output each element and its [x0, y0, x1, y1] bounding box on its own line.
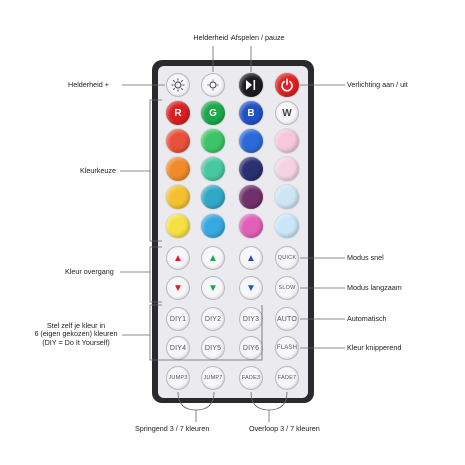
color-button-r2-c2[interactable] — [201, 157, 225, 181]
color-button-r2-c1[interactable] — [166, 157, 190, 181]
arrow-up-blue-icon: ▲ — [246, 252, 256, 264]
green-up-button[interactable]: ▲ — [201, 246, 225, 270]
white-label: W — [282, 107, 292, 119]
slow-button[interactable]: SLOW — [275, 276, 299, 300]
label-springend: Springend 3 / 7 kleuren — [135, 424, 210, 433]
jump3-label: JUMP3 — [168, 375, 188, 381]
label-kleur-knipperend: Kleur knipperend — [347, 343, 402, 352]
color-button-r4-c2[interactable] — [201, 214, 225, 238]
fade3-label: FADE3 — [241, 375, 261, 381]
green-button[interactable]: G — [201, 101, 225, 125]
diy4-label: DIY4 — [169, 344, 187, 352]
diy3-label: DIY3 — [242, 315, 260, 323]
blue-label: B — [247, 107, 255, 119]
jump7-label: JUMP7 — [203, 375, 223, 381]
quick-button[interactable]: QUICK — [275, 246, 299, 270]
blue-up-button[interactable]: ▲ — [239, 246, 263, 270]
green-label: G — [209, 107, 217, 119]
label-modus-snel: Modus snel — [347, 253, 384, 262]
label-stel-zelf: Stel zelf je kleur in 6 (eigen gekozen) … — [34, 321, 118, 347]
fade3-button[interactable]: FADE3 — [239, 366, 263, 390]
brightness-down-button[interactable] — [201, 73, 225, 97]
fade7-button[interactable]: FADE7 — [275, 366, 299, 390]
slow-label: SLOW — [278, 285, 296, 291]
label-kleur-overgang: Kleur overgang — [65, 267, 114, 276]
red-label: R — [174, 107, 182, 119]
color-button-r1-c4[interactable] — [275, 129, 299, 153]
diy6-button[interactable]: DIY6 — [239, 336, 263, 360]
red-down-button[interactable]: ▼ — [166, 276, 190, 300]
diy2-label: DIY2 — [204, 315, 222, 323]
arrow-up-green-icon: ▲ — [208, 252, 218, 264]
label-helderheid-min: Helderheid - — [193, 33, 233, 42]
color-button-r4-c3[interactable] — [239, 214, 263, 238]
quick-label: QUICK — [277, 255, 297, 261]
jump7-button[interactable]: JUMP7 — [201, 366, 225, 390]
color-button-r2-c3[interactable] — [239, 157, 263, 181]
arrow-down-red-icon: ▼ — [173, 282, 183, 294]
brightness-down-icon — [207, 79, 219, 91]
color-button-r3-c3[interactable] — [239, 185, 263, 209]
color-button-r1-c3[interactable] — [239, 129, 263, 153]
brightness-up-button[interactable] — [166, 73, 190, 97]
diy1-label: DIY1 — [169, 315, 187, 323]
color-button-r1-c2[interactable] — [201, 129, 225, 153]
white-button[interactable]: W — [275, 101, 299, 125]
play-pause-icon — [246, 80, 256, 90]
label-verlichting: Verlichting aan / uit — [347, 80, 408, 89]
label-modus-langzaam: Modus langzaam — [347, 283, 402, 292]
red-button[interactable]: R — [166, 101, 190, 125]
green-down-button[interactable]: ▼ — [201, 276, 225, 300]
diy5-label: DIY5 — [204, 344, 222, 352]
blue-button[interactable]: B — [239, 101, 263, 125]
label-kleurkeuze: Kleurkeuze — [80, 166, 116, 175]
power-button[interactable] — [275, 73, 299, 97]
diy1-button[interactable]: DIY1 — [166, 307, 190, 331]
color-button-r2-c4[interactable] — [275, 157, 299, 181]
diy5-button[interactable]: DIY5 — [201, 336, 225, 360]
color-button-r1-c1[interactable] — [166, 129, 190, 153]
label-afspelen-pauze: Afspelen / pauze — [231, 33, 285, 42]
color-button-r4-c4[interactable] — [275, 214, 299, 238]
diy4-button[interactable]: DIY4 — [166, 336, 190, 360]
flash-label: FLASH — [276, 345, 298, 351]
color-button-r4-c1[interactable] — [166, 214, 190, 238]
diy3-button[interactable]: DIY3 — [239, 307, 263, 331]
arrow-down-blue-icon: ▼ — [246, 282, 256, 294]
color-button-r3-c1[interactable] — [166, 185, 190, 209]
diy6-label: DIY6 — [242, 344, 260, 352]
fade7-label: FADE7 — [277, 375, 297, 381]
play-pause-button[interactable] — [239, 73, 263, 97]
arrow-down-green-icon: ▼ — [208, 282, 218, 294]
brightness-up-icon — [171, 78, 185, 92]
label-overloop: Overloop 3 / 7 kleuren — [249, 424, 320, 433]
label-helderheid-plus: Helderheid + — [68, 80, 109, 89]
auto-label: AUTO — [276, 315, 298, 323]
label-automatisch: Automatisch — [347, 314, 387, 323]
red-up-button[interactable]: ▲ — [166, 246, 190, 270]
jump3-button[interactable]: JUMP3 — [166, 366, 190, 390]
diy2-button[interactable]: DIY2 — [201, 307, 225, 331]
arrow-up-red-icon: ▲ — [173, 252, 183, 264]
color-button-r3-c4[interactable] — [275, 185, 299, 209]
power-icon — [281, 78, 293, 92]
color-button-r3-c2[interactable] — [201, 185, 225, 209]
flash-button[interactable]: FLASH — [275, 336, 299, 360]
blue-down-button[interactable]: ▼ — [239, 276, 263, 300]
auto-button[interactable]: AUTO — [275, 307, 299, 331]
